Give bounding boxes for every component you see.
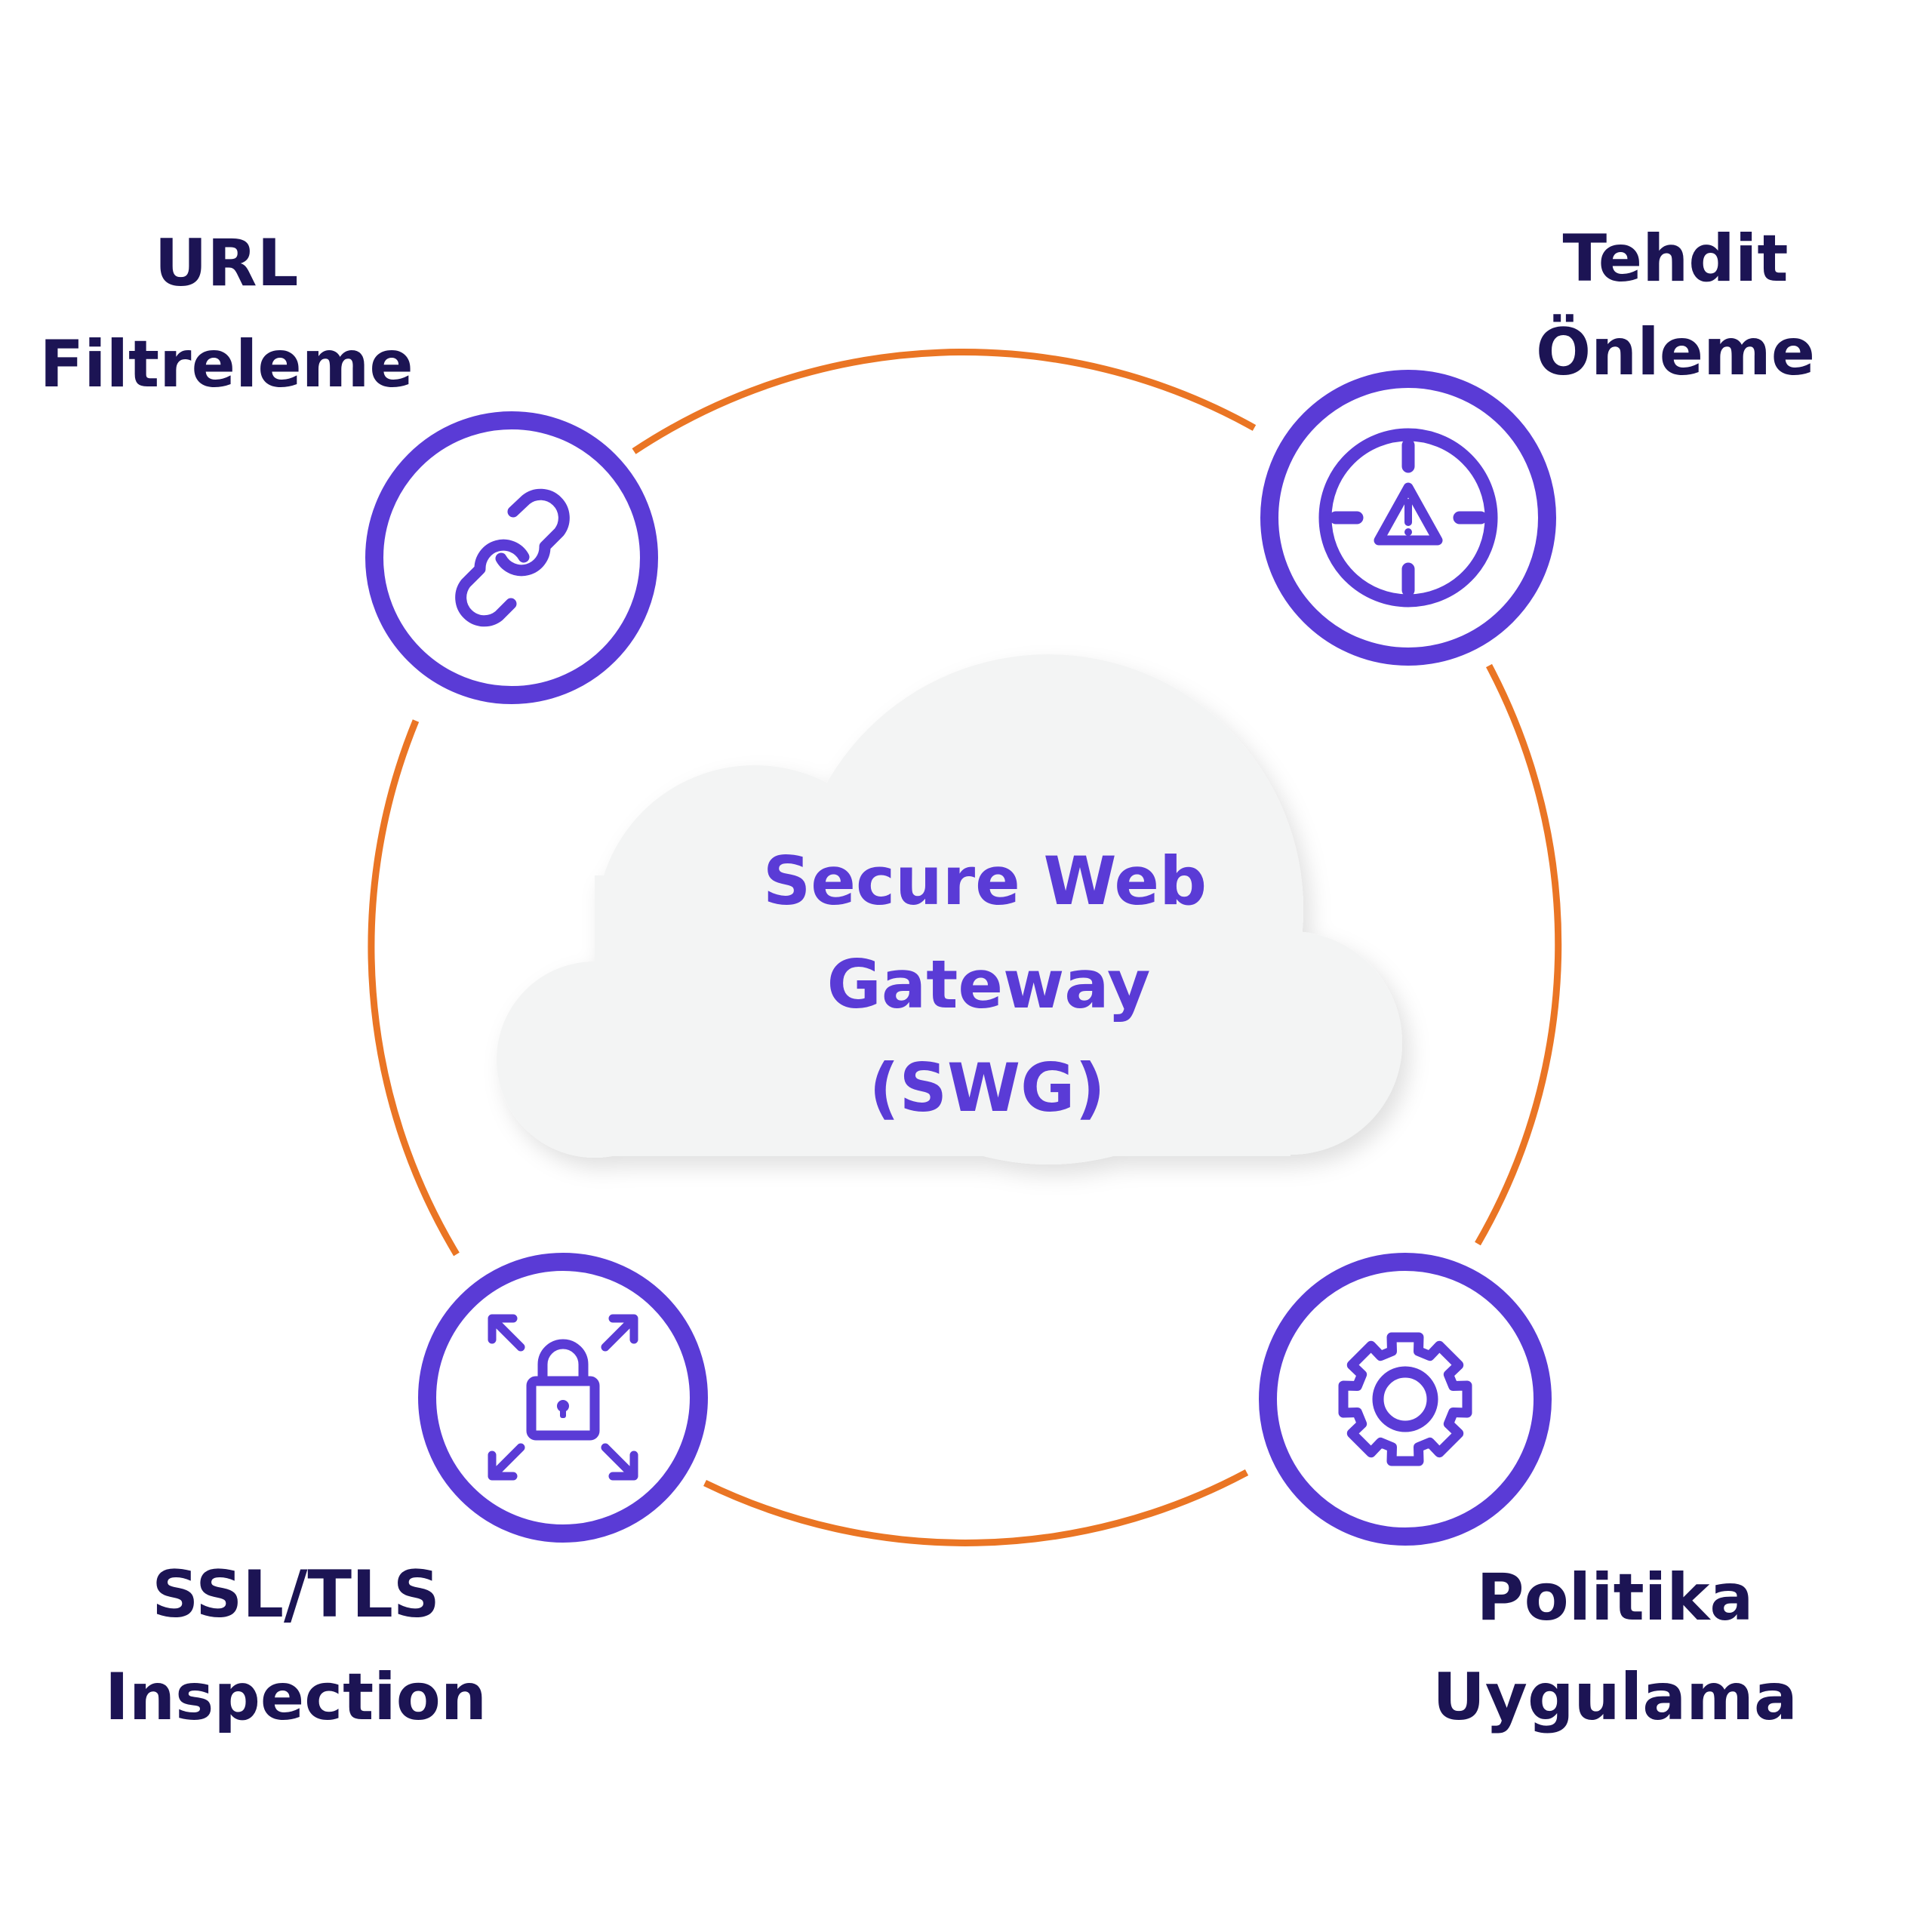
center-title-line2: Gateway — [827, 946, 1151, 1023]
node-ring — [365, 411, 658, 704]
node-ring — [1259, 1253, 1552, 1546]
node-label-line2: Filtreleme — [39, 327, 413, 402]
link-icon — [455, 488, 570, 627]
connector-arc-top — [632, 349, 1257, 454]
node-label-line1: URL — [155, 226, 299, 301]
node-ssl-tls-inspection: SSL/TLS Inspection — [105, 1253, 708, 1735]
gear-icon — [1338, 1332, 1472, 1466]
node-label-line1: Tehdit — [1563, 221, 1789, 297]
node-ring — [418, 1253, 708, 1543]
node-threat-prevention: Tehdit Önleme — [1260, 221, 1815, 666]
cloud-shape — [497, 654, 1402, 1164]
connector-arc-bottom — [703, 1469, 1249, 1546]
node-label-line1: Politika — [1477, 1560, 1754, 1635]
center-title-line1: Secure Web — [763, 842, 1207, 920]
padlock-expand-icon — [488, 1314, 638, 1481]
center-title-line3: (SWG) — [869, 1049, 1105, 1127]
node-label-line2: Önleme — [1536, 314, 1815, 390]
node-label-line2: Uygulama — [1432, 1660, 1798, 1735]
node-label-line2: Inspection — [105, 1660, 487, 1735]
warning-target-icon — [1318, 428, 1498, 608]
connector-arc-right — [1475, 663, 1562, 1246]
connector-arcs — [368, 349, 1562, 1546]
connector-arc-left — [368, 719, 460, 1257]
node-url-filtering: URL Filtreleme — [39, 226, 658, 704]
node-label-line1: SSL/TLS — [152, 1557, 440, 1632]
node-policy-enforcement: Politika Uygulama — [1259, 1253, 1798, 1735]
